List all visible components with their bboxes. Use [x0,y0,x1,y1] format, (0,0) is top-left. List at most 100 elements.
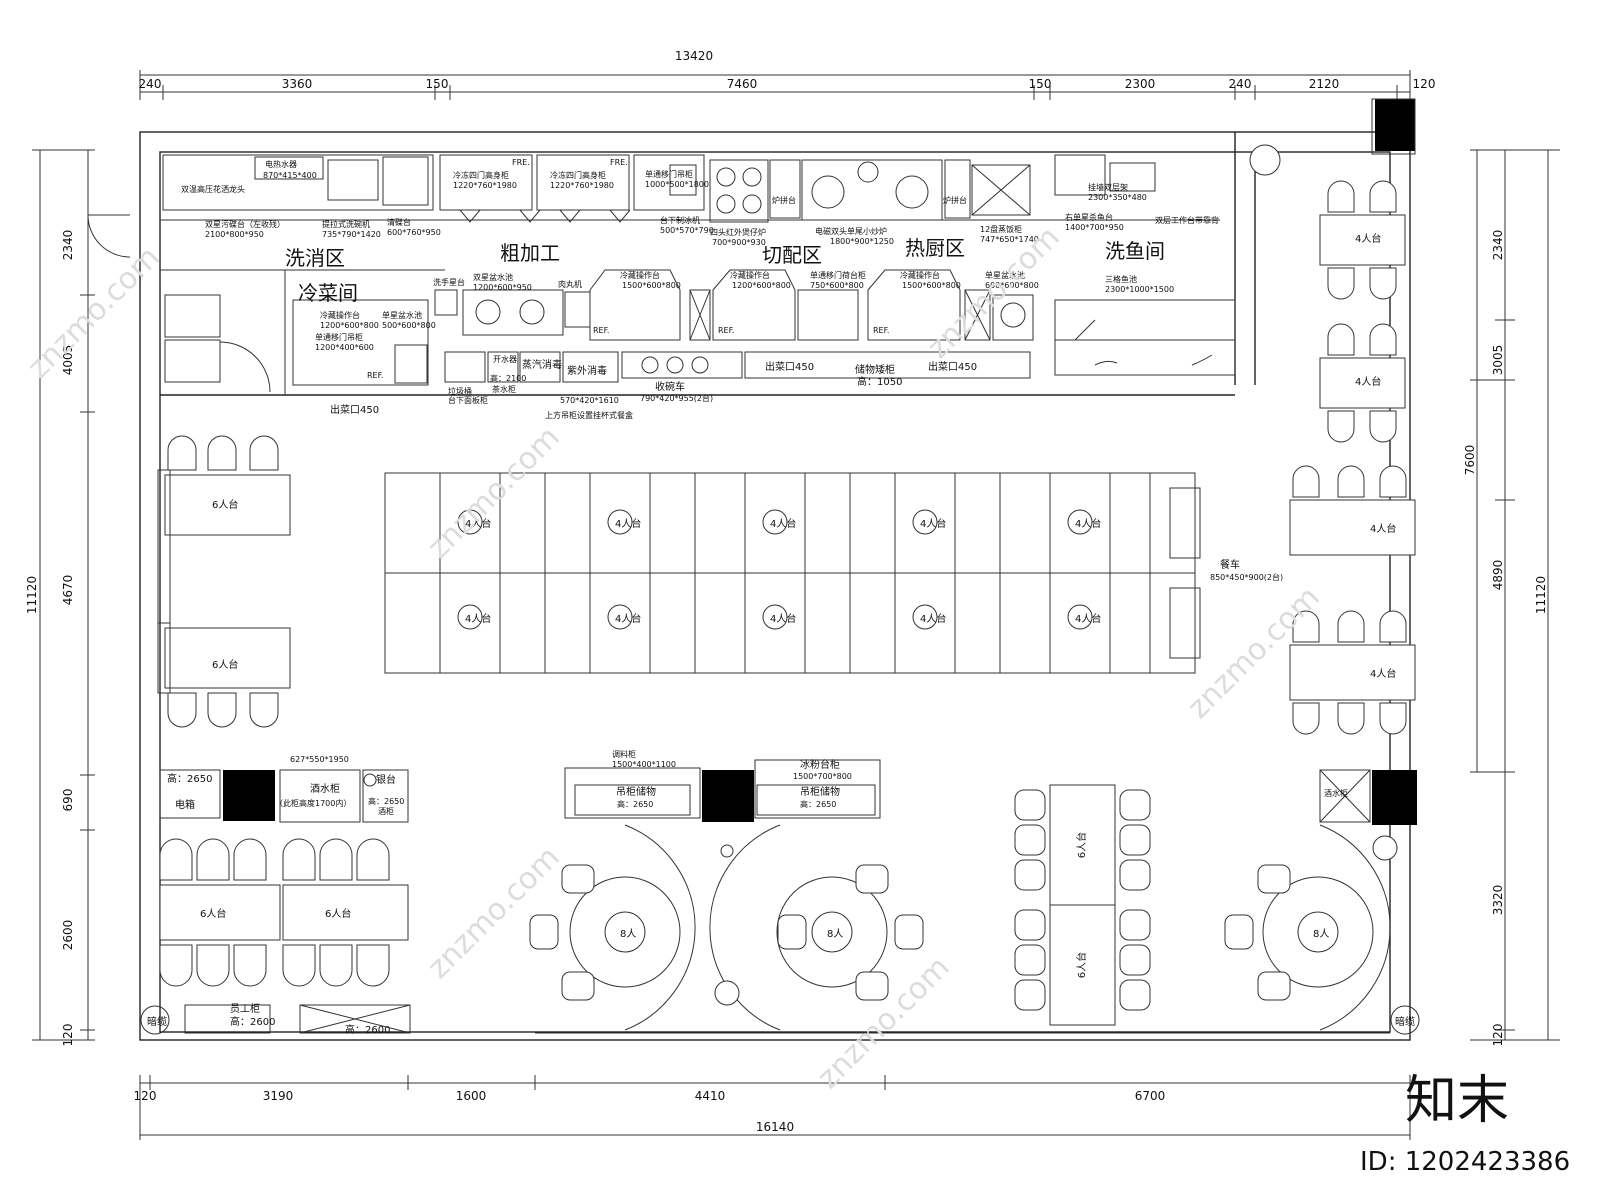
equip-label: 冷冻四门高身柜 [550,170,606,180]
equip-label: 台下制冰机 [660,215,700,225]
equip-size: 1000*500*1800 [645,180,709,189]
equip-label: 单通移门吊柜 [315,332,363,342]
dim-left-total: 11120 [25,576,39,614]
plant-icons [363,144,1398,1006]
dim-top-9: 120 [1413,77,1436,91]
equip-size: 1400*700*950 [1065,223,1124,232]
center-booth-seats [439,473,1151,673]
equip-label: 三格鱼池 [1105,274,1137,284]
dim-bottom-5: 6700 [1135,1089,1166,1103]
front-label: 高：2650 [800,799,836,809]
dim-top-5: 150 [1029,77,1052,91]
zone-rough: 粗加工 [500,241,560,265]
equip-label: 12盘蒸饭柜 [980,224,1022,234]
front-counters: 高：2650 电箱 627*550*1950 酒水柜 （此柜高度1700内） 收… [159,749,1371,823]
front-label: 暗缆 [1395,1015,1415,1028]
table-label: 4人台 [920,612,946,625]
equip-size: 1500*600*800 [902,281,961,290]
dim-left-2: 4005 [61,345,75,376]
equip-size: 750*600*800 [810,281,864,290]
equip-size: 570*420*1610 [560,396,619,405]
cart-size: 850*450*900(2台) [1210,572,1283,582]
long-six-tables: 6人台 6人台 [1014,784,1151,1026]
front-label: 627*550*1950 [290,755,349,764]
equip-label: 双星污碟台（左收残） [205,219,285,229]
pass-window: 出菜口450 [330,403,379,416]
front-label: 高：2650 [167,772,212,785]
equip-size: 870*415*400 [263,171,317,180]
front-label: 吊柜储物 [800,785,840,798]
round-tables: 8人 8人 8人 [569,824,1391,1031]
dim-bottom-3: 1600 [456,1089,487,1103]
equip-label: 提拉式洗碗机 [322,219,370,229]
equip-size: 500*570*790 [660,226,714,235]
equip-label: 单星盆水池 [985,270,1025,280]
dimension-labels: 13420 240 3360 150 7460 150 2300 240 212… [25,49,1548,1134]
equip-label: 电热水器 [265,159,297,169]
equip-label: 双层工作台带靠背 [1155,215,1219,225]
equip-label: 四头红外煲仔炉 [710,227,766,237]
ref-tag: REF. [873,326,889,335]
equip-label: 收碗车 [655,380,685,393]
front-label: 酒水柜 [310,782,340,795]
equip-size: 700*900*930 [712,238,766,247]
dim-left-5: 2600 [61,920,75,951]
column [1375,99,1415,151]
equip-size: 1220*760*1980 [453,181,517,190]
left-six-tables: 6人台 6人台 [157,469,291,694]
table-label: 6人台 [212,498,238,511]
pass-window: 出菜口450 [765,360,814,373]
dim-right-total: 11120 [1534,576,1548,614]
dimension-lines [32,70,1560,1140]
brand-id: ID: 1202423386 [1360,1147,1570,1177]
table-label: 4人台 [1370,522,1396,535]
fish-icons [1074,319,1213,366]
table-label: 4人台 [615,612,641,625]
dim-right-mid: 7600 [1463,445,1477,476]
table-label: 4人台 [465,612,491,625]
front-label: 暗缆 [147,1015,167,1028]
equip-label: 冷冻四门高身柜 [453,170,509,180]
front-label: 高：2650 [368,796,404,806]
front-label: 酒柜 [378,806,394,816]
equip-label: 高：2100 [490,373,526,383]
cart-label: 餐车 [1220,558,1240,571]
dim-top-6: 2300 [1125,77,1156,91]
table-label: 4人台 [1075,517,1101,530]
front-label: 冰粉台柜 [800,758,840,771]
table-label: 4人台 [615,517,641,530]
dim-left-4: 690 [61,789,75,812]
dim-right-3: 4890 [1491,560,1505,591]
dim-bottom-4: 4410 [695,1089,726,1103]
equip-label: 单通移门吊柜 [645,169,693,179]
dim-bottom-1: 120 [134,1089,157,1103]
table-label: 6人台 [212,658,238,671]
zone-cold: 冷菜间 [298,281,358,305]
equip-size: 600*760*950 [387,228,441,237]
dim-top-3: 150 [426,77,449,91]
front-label: 1500*700*800 [793,772,852,781]
ref-tag: REF. [593,326,609,335]
fre-tag: FRE. [610,158,628,167]
column [1372,770,1417,825]
table-label: 8人 [827,928,843,940]
column [702,770,754,822]
equip-size: 1200*600*800 [320,321,379,330]
zone-hot: 热厨区 [905,236,965,260]
equip-label: 台下面板柜 [448,395,488,405]
table-label: 4人台 [770,612,796,625]
left-chairs [167,435,279,728]
dim-left-1: 2340 [61,230,75,261]
dim-bottom-total: 16140 [756,1120,794,1134]
equip-label: 炉拼台 [943,195,967,205]
kitchen-labels: 洗消区 冷菜间 粗加工 切配区 热厨区 洗鱼间 电热水器 870*415*400… [181,158,1219,420]
equip-label: 冷藏操作台 [730,270,770,280]
equip-label: 上方吊柜设置挂杯式餐盒 [545,410,633,420]
equip-size: 1200*400*600 [315,343,374,352]
zone-wash: 洗消区 [285,246,345,270]
equip-label: 冷藏操作台 [900,270,940,280]
dim-left-6: 120 [61,1024,75,1047]
equip-size: 1800*900*1250 [830,237,894,246]
dim-left-3: 4670 [61,575,75,606]
equip-label: 洗手星台 [433,277,465,287]
